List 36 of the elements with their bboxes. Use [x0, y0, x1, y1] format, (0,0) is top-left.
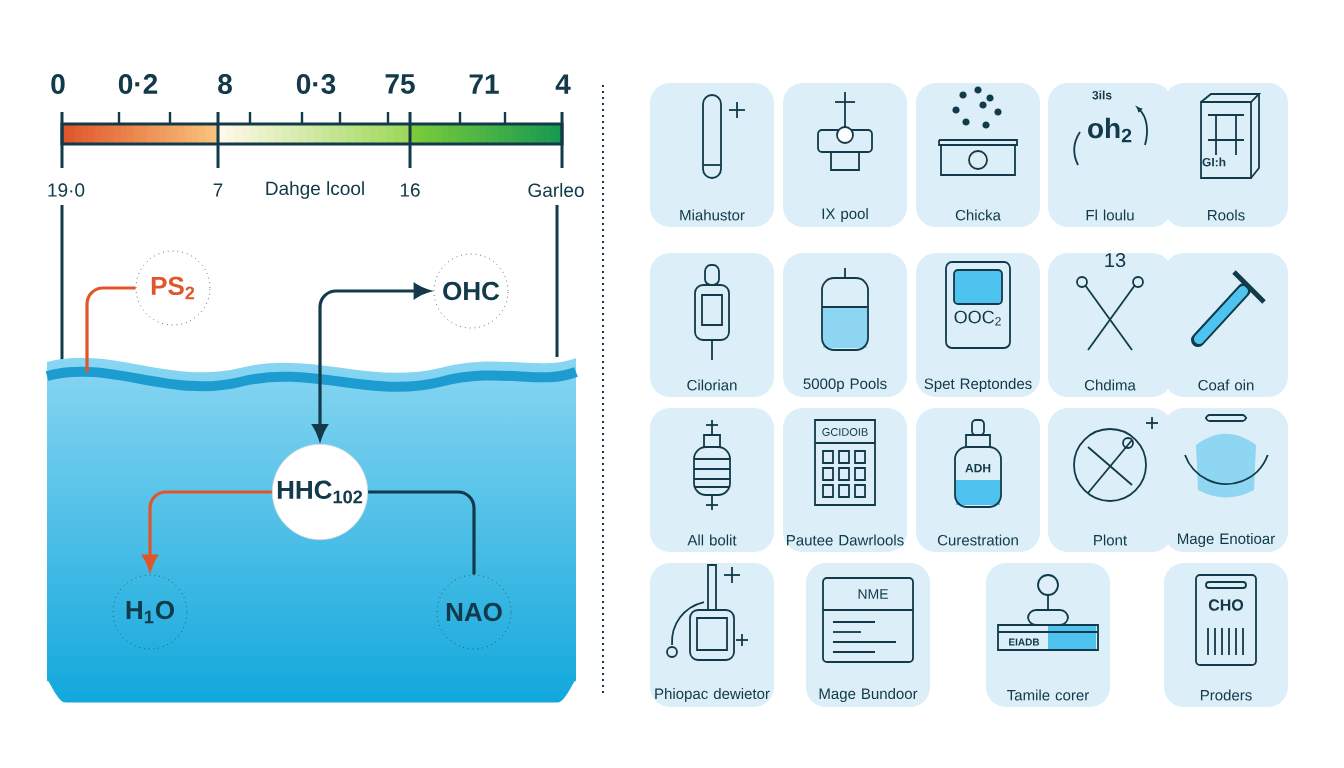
- node-label: Plont: [1094, 534, 1127, 546]
- icon-card: Cilorian: [650, 253, 774, 397]
- node-label: Rools: [1208, 209, 1245, 221]
- icon-text: GCIDOIB: [822, 428, 868, 436]
- icon-text: GI:h: [1202, 157, 1226, 167]
- icon-text: oh$_{2}$: [1088, 117, 1132, 143]
- icon-card: Miahustor: [650, 83, 774, 227]
- icon-text: 3ils: [1092, 90, 1112, 100]
- scale-number: 0: [51, 74, 65, 94]
- scale-label: 16: [400, 183, 420, 197]
- scale-number: 0·3: [296, 74, 336, 94]
- icon-card: IX pool: [783, 83, 907, 227]
- icon-card: Phiopac dewietor: [650, 563, 774, 707]
- icon-card: Plont: [1048, 408, 1172, 552]
- icon-text: OOC$_{2}$: [954, 310, 1001, 326]
- scale-number: 4: [555, 74, 571, 94]
- icon-text: CHO: [1208, 599, 1244, 611]
- node-label: Chdima: [1084, 379, 1136, 391]
- scale-number: 71: [469, 74, 499, 94]
- icon-text: ADH: [965, 463, 991, 473]
- scale-number: 0·2: [118, 74, 158, 94]
- scale-label: Garleo: [528, 183, 584, 197]
- icon-text: NME: [858, 589, 888, 599]
- scale-label: 7: [213, 183, 223, 197]
- node-label: Coaf oin: [1198, 379, 1254, 391]
- scale-label: Dahge lcool: [266, 181, 364, 199]
- scale-number: 75: [385, 74, 415, 94]
- icon-card: Coaf oin: [1164, 253, 1288, 397]
- icon-card: All bolit: [650, 408, 774, 552]
- icon-text: 13: [1105, 252, 1126, 268]
- node-label: Fl loulu: [1086, 209, 1134, 221]
- icon-text: EIADB: [1009, 638, 1040, 646]
- scale-number: 8: [218, 74, 232, 94]
- icon-card: Chicka: [916, 83, 1040, 227]
- node-label: Mage Enotioar: [1178, 533, 1275, 547]
- scale-label: 19·0: [48, 183, 85, 197]
